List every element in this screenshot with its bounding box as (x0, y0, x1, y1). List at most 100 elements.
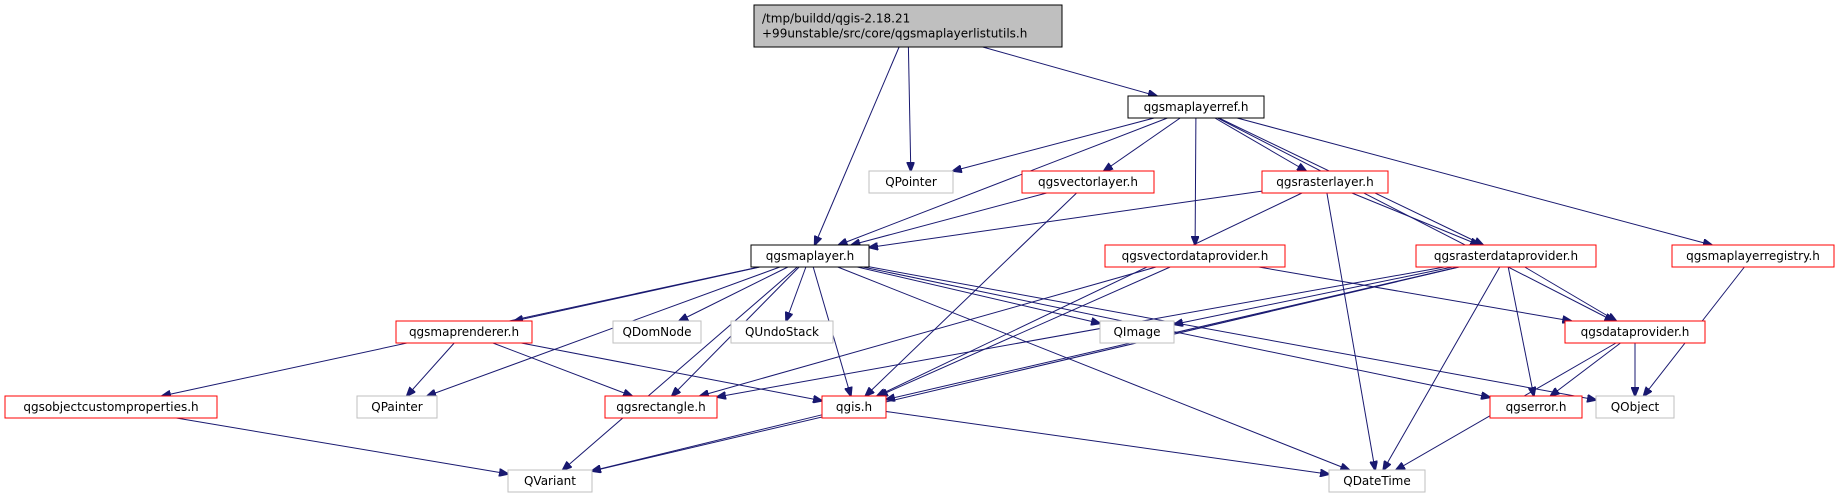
edge-dataprovider-to-error (1551, 342, 1621, 396)
edge-qgis-to-qvariant (592, 414, 823, 471)
node-label-root-0: /tmp/buildd/qgis-2.18.21 (762, 12, 910, 26)
edge-rasterdataprovider-to-dataprovider (1524, 266, 1617, 321)
node-box-qundostack (730, 320, 834, 344)
node-label-maplayerregistry: qgsmaplayerregistry.h (1686, 249, 1820, 263)
node-label-qimage: QImage (1113, 325, 1160, 339)
edge-rasterdataprovider-to-qdatetime (1383, 266, 1501, 470)
node-label-objectcustomproperties: qgsobjectcustomproperties.h (23, 400, 198, 414)
node-qgis[interactable]: qgis.h (821, 395, 887, 419)
node-box-root (753, 4, 1063, 48)
node-box-qimage (1099, 320, 1175, 344)
edge-rasterdataprovider-to-qvariant (592, 266, 1460, 471)
edge-maplayerref-to-maplayer (839, 117, 1168, 245)
node-box-qpainter (356, 395, 438, 419)
node-box-qdatetime (1328, 469, 1426, 493)
node-box-qdomnode (612, 320, 702, 344)
node-label-qobject: QObject (1611, 400, 1660, 414)
node-error[interactable]: qgserror.h (1489, 395, 1583, 419)
node-vectorlayer[interactable]: qgsvectorlayer.h (1021, 170, 1155, 194)
node-qundostack: QUndoStack (730, 320, 834, 344)
node-maplayerregistry[interactable]: qgsmaplayerregistry.h (1671, 244, 1835, 268)
edge-rasterlayer-to-qgis (877, 192, 1303, 396)
node-label-maplayer: qgsmaplayer.h (766, 249, 855, 263)
node-qdatetime: QDateTime (1328, 469, 1426, 493)
node-root[interactable]: /tmp/buildd/qgis-2.18.21+99unstable/src/… (753, 4, 1063, 48)
edge-maprenderer-to-qgis (521, 342, 822, 401)
node-qdomnode: QDomNode (612, 320, 702, 344)
node-box-rasterlayer (1261, 170, 1389, 194)
edge-maplayer-to-maprenderer (514, 266, 761, 321)
node-qvariant: QVariant (507, 469, 593, 493)
edge-maplayer-to-qdatetime (837, 266, 1350, 470)
node-box-qgis (821, 395, 887, 419)
node-box-maplayerref (1127, 95, 1265, 119)
node-label-qpainter: QPainter (371, 400, 423, 414)
edge-root-to-maplayerref (982, 46, 1157, 96)
node-box-qpointer (868, 170, 954, 194)
node-dataprovider[interactable]: qgsdataprovider.h (1564, 320, 1706, 344)
node-label-vectorlayer: qgsvectorlayer.h (1038, 175, 1138, 189)
edge-maplayerref-to-vectordataprovider (1195, 117, 1196, 245)
edge-rasterdataprovider-to-qimage (1174, 266, 1453, 324)
edge-maplayer-to-qpainter (427, 266, 781, 396)
node-label-qgis: qgis.h (836, 400, 872, 414)
node-box-maplayer (750, 244, 870, 268)
node-rasterdataprovider[interactable]: qgsrasterdataprovider.h (1415, 244, 1597, 268)
edge-vectorlayer-to-maplayer (851, 192, 1047, 245)
node-maplayerref[interactable]: qgsmaplayerref.h (1127, 95, 1265, 119)
node-box-vectorlayer (1021, 170, 1155, 194)
node-label-qdomnode: QDomNode (622, 325, 691, 339)
edge-objectcustomproperties-to-qvariant (176, 417, 508, 474)
edge-vectordataprovider-to-qgis (879, 266, 1171, 396)
node-maplayer[interactable]: qgsmaplayer.h (750, 244, 870, 268)
node-rectangle[interactable]: qgsrectangle.h (604, 395, 718, 419)
node-label-qundostack: QUndoStack (745, 325, 819, 339)
edge-maplayerref-to-vectorlayer (1104, 117, 1181, 171)
edge-root-to-qpointer (908, 46, 910, 171)
node-label-maprenderer: qgsmaprenderer.h (409, 325, 519, 339)
node-box-maplayerregistry (1671, 244, 1835, 268)
node-label-rasterlayer: qgsrasterlayer.h (1276, 175, 1373, 189)
edge-maplayer-to-qdomnode (679, 266, 789, 321)
node-qpointer: QPointer (868, 170, 954, 194)
edge-maplayerref-to-rasterlayer (1214, 117, 1306, 171)
node-box-vectordataprovider (1104, 244, 1286, 268)
node-label-qvariant: QVariant (524, 474, 576, 488)
edge-vectordataprovider-to-rectangle (700, 266, 1157, 396)
edge-maprenderer-to-rectangle (492, 342, 632, 396)
node-label-rectangle: qgsrectangle.h (616, 400, 706, 414)
edge-vectorlayer-to-qgis (865, 192, 1077, 396)
node-box-objectcustomproperties (4, 395, 218, 419)
node-label-root-1: +99unstable/src/core/qgsmaplayerlistutil… (762, 27, 1027, 41)
node-label-error: qgserror.h (1506, 400, 1567, 414)
node-qimage: QImage (1099, 320, 1175, 344)
edge-qgis-to-qdatetime (885, 411, 1329, 475)
edge-root-to-maplayer (815, 46, 900, 245)
node-rasterlayer[interactable]: qgsrasterlayer.h (1261, 170, 1389, 194)
node-vectordataprovider[interactable]: qgsvectordataprovider.h (1104, 244, 1286, 268)
edge-rasterdataprovider-to-rectangle (717, 266, 1445, 397)
edge-maplayerref-to-maplayerregistry (1236, 117, 1712, 245)
edge-maplayer-to-qvariant (563, 266, 798, 470)
node-box-qobject (1595, 395, 1675, 419)
node-label-maplayerref: qgsmaplayerref.h (1144, 100, 1249, 114)
node-maprenderer[interactable]: qgsmaprenderer.h (395, 320, 533, 344)
edge-maplayer-to-qobject (868, 266, 1596, 400)
node-box-dataprovider (1564, 320, 1706, 344)
node-box-rasterdataprovider (1415, 244, 1597, 268)
node-objectcustomproperties[interactable]: qgsobjectcustomproperties.h (4, 395, 218, 419)
edge-maprenderer-to-qpainter (407, 342, 455, 396)
node-box-error (1489, 395, 1583, 419)
edge-vectordataprovider-to-dataprovider (1258, 266, 1572, 321)
edge-maplayer-to-qimage (857, 266, 1100, 323)
edge-rasterlayer-to-rasterdataprovider (1351, 192, 1479, 245)
node-label-vectordataprovider: qgsvectordataprovider.h (1122, 249, 1269, 263)
node-qpainter: QPainter (356, 395, 438, 419)
edge-rasterlayer-to-qdatetime (1326, 192, 1375, 470)
edge-rasterdataprovider-to-error (1507, 266, 1534, 396)
node-label-rasterdataprovider: qgsrasterdataprovider.h (1434, 249, 1578, 263)
node-label-qpointer: QPointer (885, 175, 937, 189)
node-label-qdatetime: QDateTime (1343, 474, 1411, 488)
node-box-maprenderer (395, 320, 533, 344)
